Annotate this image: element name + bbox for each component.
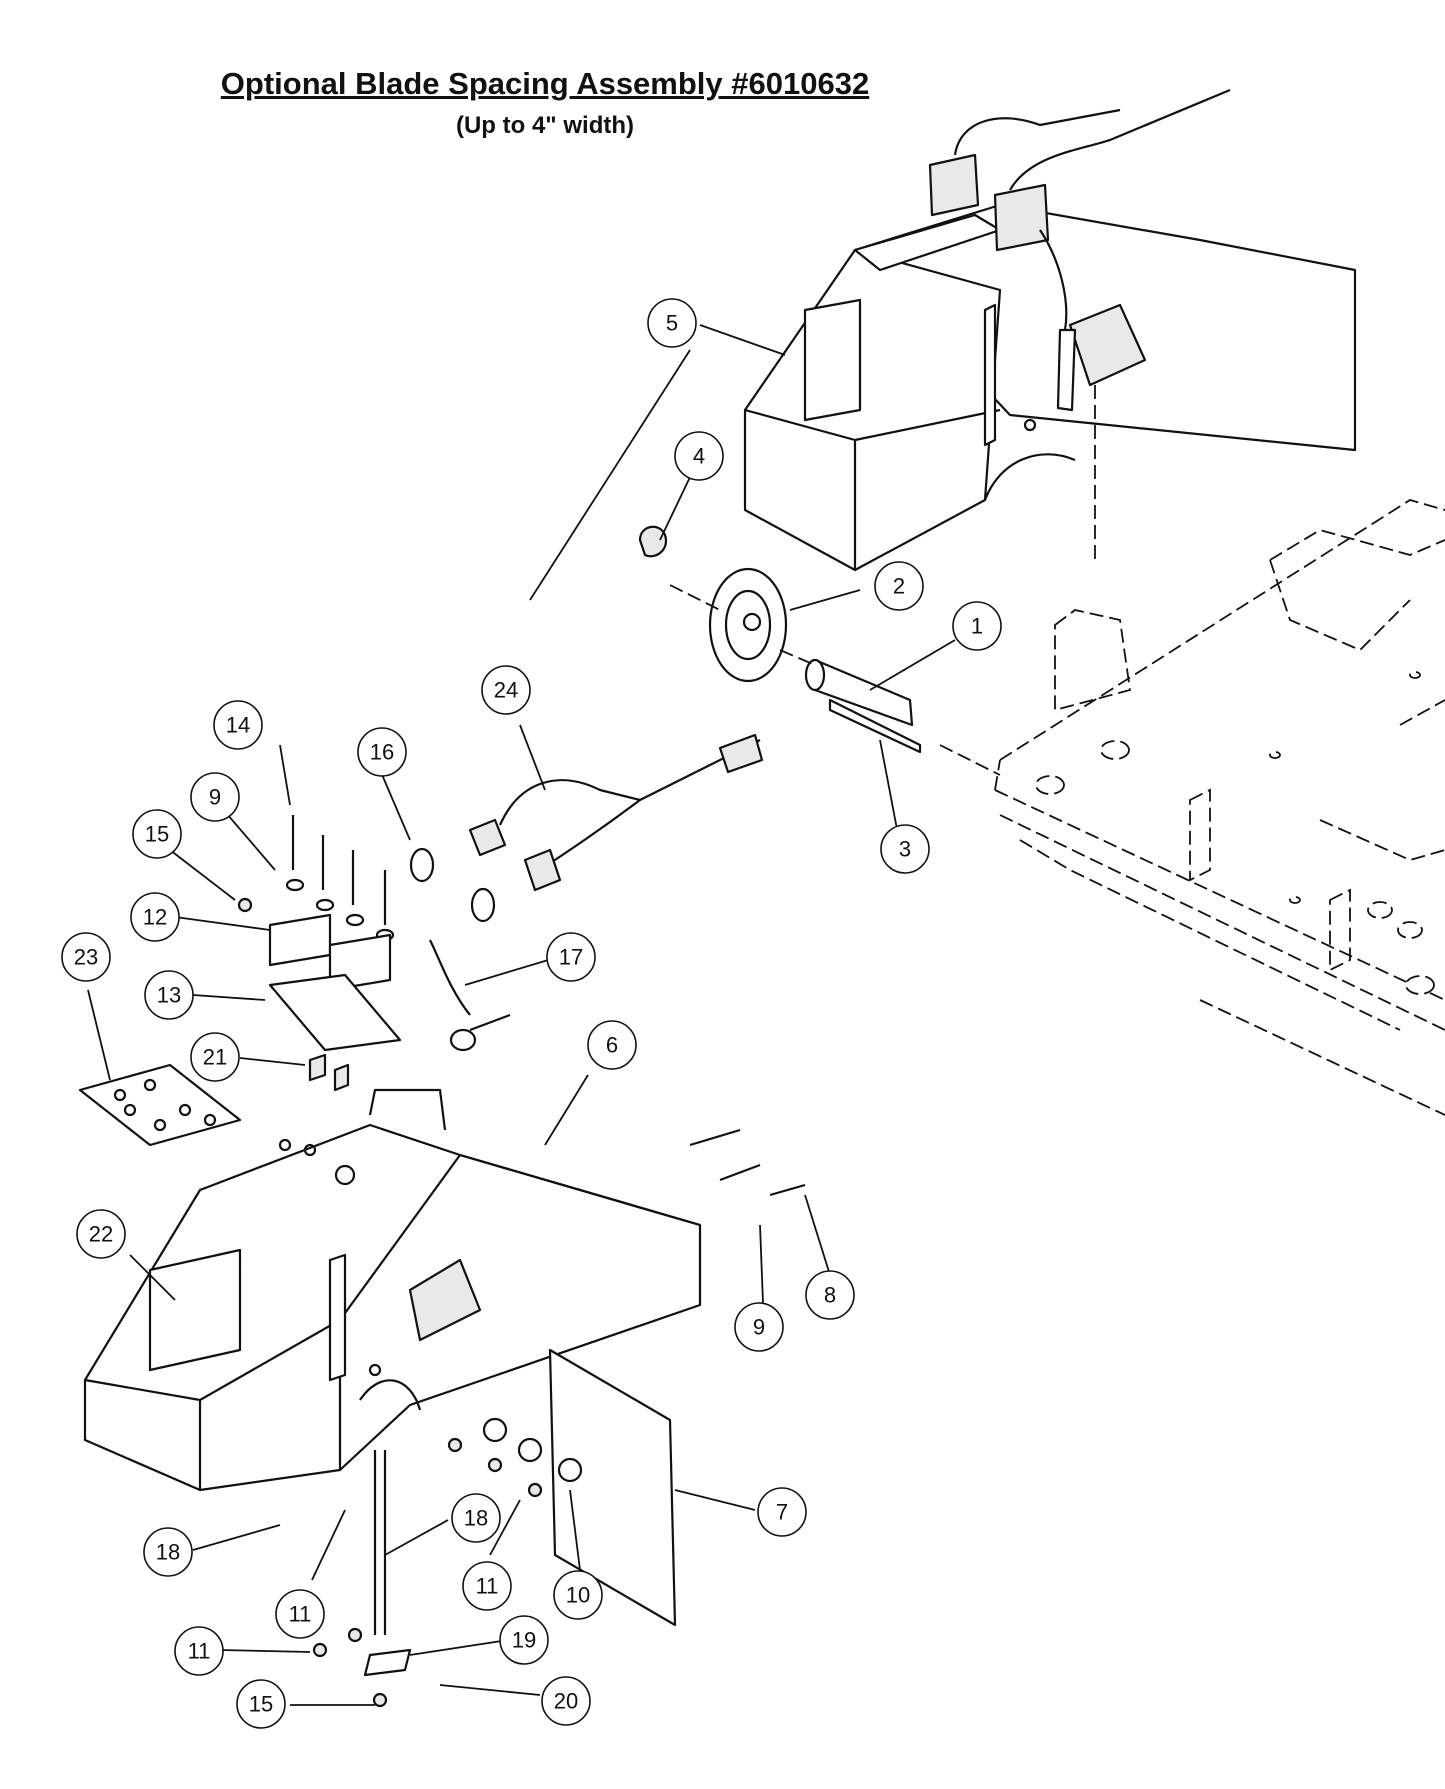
leader-lines [87,324,956,1706]
diagram-subtitle: (Up to 4" width) [455,112,634,139]
callout-15: 15 [132,809,182,859]
callout-label: 23 [74,945,98,970]
callout-label: 14 [226,713,250,738]
callout-5: 5 [647,298,697,348]
callout-24: 24 [481,665,531,715]
hose-and-fittings [409,733,764,1052]
callout-label: 15 [249,1692,273,1717]
callout-label: 19 [512,1628,536,1653]
callout-label: 18 [156,1540,180,1565]
callout-4: 4 [674,431,724,481]
callout-label: 11 [476,1574,499,1599]
callout-label: 13 [157,983,181,1008]
callout-label: 10 [566,1583,590,1608]
callout-label: 15 [145,822,169,847]
diagram-title: Optional Blade Spacing Assembly #6010632 [220,66,870,101]
callout-label: 9 [753,1315,765,1340]
callout-label: 16 [370,740,394,765]
callout-label: 3 [899,837,911,862]
callout-18: 18 [451,1493,501,1543]
callout-label: 21 [203,1045,227,1070]
callout-15: 15 [236,1679,286,1729]
arbor-parts [638,525,1001,776]
callout-3: 3 [880,824,930,874]
callout-label: 24 [494,678,518,703]
callout-label: 4 [693,444,705,469]
callout-label: 18 [464,1506,488,1531]
callout-8: 8 [805,1270,855,1320]
callout-label: 11 [188,1639,211,1664]
callout-22: 22 [76,1209,126,1259]
callout-6: 6 [587,1020,637,1070]
upper-blade-guard [743,88,1357,572]
callout-label: 9 [209,785,221,810]
callout-label: 22 [89,1222,113,1247]
callout-12: 12 [130,892,180,942]
callout-17: 17 [546,932,596,982]
callout-label: 8 [824,1283,836,1308]
callout-7: 7 [757,1487,807,1537]
callout-label: 2 [893,574,905,599]
lower-blade-guard [83,1088,702,1492]
callout-label: 6 [606,1033,618,1058]
callout-label: 17 [559,945,583,970]
callout-20: 20 [541,1676,591,1726]
callout-19: 19 [499,1615,549,1665]
saw-frame-outline [994,499,1445,1116]
callout-label: 20 [554,1689,578,1714]
callout-11: 11 [462,1561,512,1611]
callout-23: 23 [61,932,111,982]
callout-2: 2 [874,561,924,611]
side-plate-and-washers [312,1128,806,1708]
callout-11: 11 [174,1626,224,1676]
callout-14: 14 [213,700,263,750]
callout-11: 11 [275,1589,325,1639]
callout-label: 12 [143,905,167,930]
callout-label: 1 [971,614,983,639]
callout-label: 7 [776,1500,788,1525]
callout-label: 5 [666,311,678,336]
callout-label: 11 [289,1602,312,1627]
callout-13: 13 [144,970,194,1020]
callout-18: 18 [143,1527,193,1577]
callout-9: 9 [190,772,240,822]
callout-10: 10 [553,1570,603,1620]
callout-9: 9 [734,1302,784,1352]
callout-1: 1 [952,601,1002,651]
mounting-hardware [78,815,402,1147]
callout-21: 21 [190,1032,240,1082]
callout-16: 16 [357,727,407,777]
